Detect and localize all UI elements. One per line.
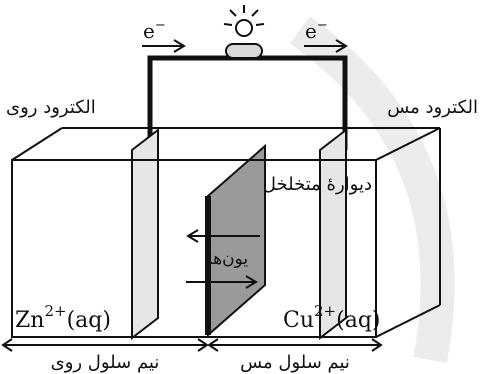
zinc-ion-label: Zn2+(aq) (15, 302, 111, 333)
copper-electrode-label: الکترود مس (387, 97, 478, 118)
ions-label: یون‌ها (208, 249, 248, 269)
electron-right-arrow (304, 39, 348, 53)
electron-right-label: e− (305, 18, 328, 43)
container-front (11, 127, 441, 338)
porous-wall-label: دیوارهٔ متخلخل (263, 174, 372, 195)
zinc-half-cell-label: نیم سلول روی (51, 352, 160, 373)
electron-left-arrow (142, 39, 186, 53)
electron-left-label: e− (143, 18, 166, 43)
porous-wall (207, 143, 266, 338)
zinc-half-cell-arrow (1, 338, 209, 352)
ion-arrow-lower (186, 275, 258, 289)
container-back (11, 127, 441, 305)
zinc-electrode-label: الکترود روی (6, 97, 96, 118)
zinc-electrode (131, 127, 159, 341)
copper-electrode (319, 127, 347, 341)
light-bulb-icon (223, 5, 265, 59)
ion-arrow-upper (186, 229, 260, 243)
copper-half-cell-label: نیم سلول مس (240, 352, 350, 373)
external-wire (147, 55, 348, 150)
copper-ion-label: Cu2+(aq) (283, 302, 381, 333)
copper-half-cell-arrow (207, 338, 383, 352)
